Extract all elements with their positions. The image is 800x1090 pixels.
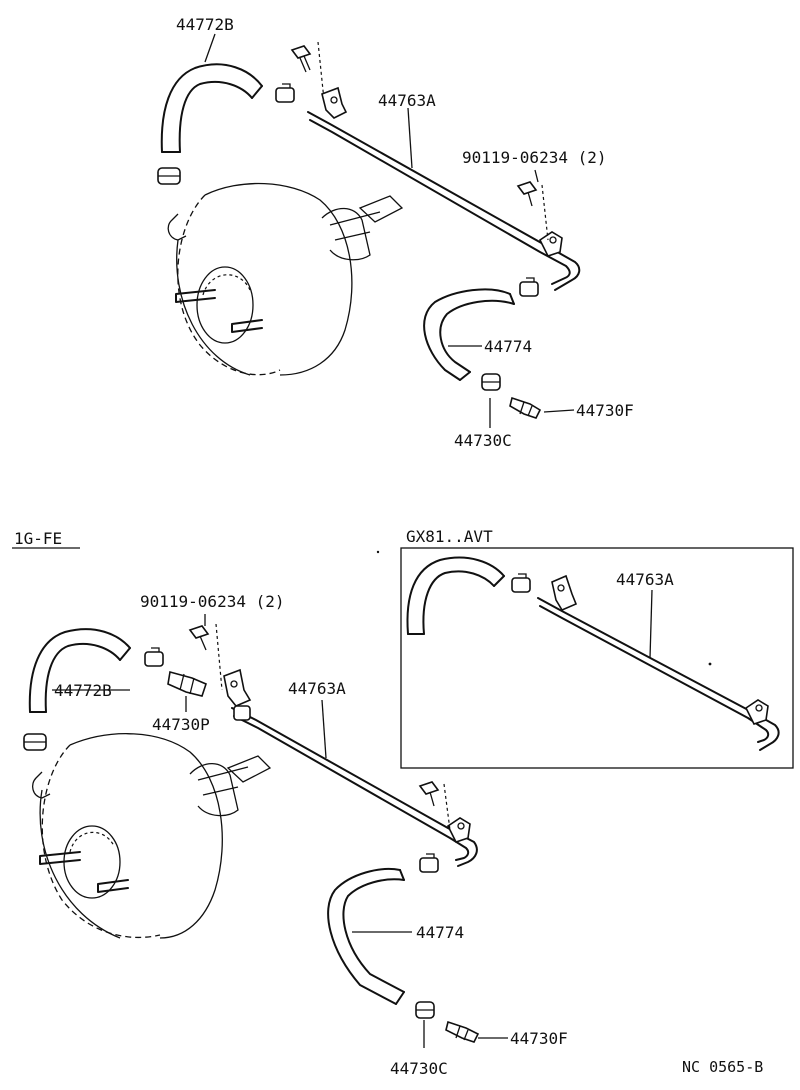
brake-booster-top xyxy=(167,182,404,376)
label-bottom-hose-upper: 44772B xyxy=(54,681,112,700)
label-top-hose-lower: 44774 xyxy=(484,337,532,356)
label-bottom-pipe: 44763A xyxy=(288,679,346,698)
label-top-pipe: 44763A xyxy=(378,91,436,110)
label-bottom-bolt: 90119-06234 (2) xyxy=(140,592,285,611)
label-bottom-clip: 44730C xyxy=(390,1059,448,1078)
label-top-clip: 44730C xyxy=(454,431,512,450)
label-bottom-valve: 44730F xyxy=(510,1029,568,1048)
brake-booster-bottom xyxy=(31,733,272,939)
bottom-assembly xyxy=(12,547,508,1048)
label-top-hose-upper: 44772B xyxy=(176,15,234,34)
top-assembly xyxy=(157,33,581,428)
label-inset-pipe: 44763A xyxy=(616,570,674,589)
label-top-valve: 44730F xyxy=(576,401,634,420)
inset-frame xyxy=(400,547,794,769)
inset-assembly xyxy=(400,547,794,769)
label-bottom-heading: 1G-FE xyxy=(14,529,62,548)
label-top-bolt: 90119-06234 (2) xyxy=(462,148,607,167)
label-inset-heading: GX81..AVT xyxy=(406,527,493,546)
label-bottom-hose-lower: 44774 xyxy=(416,923,464,942)
label-bottom-check-valve: 44730P xyxy=(152,715,210,734)
diagram-code: NC 0565-B xyxy=(682,1058,763,1076)
